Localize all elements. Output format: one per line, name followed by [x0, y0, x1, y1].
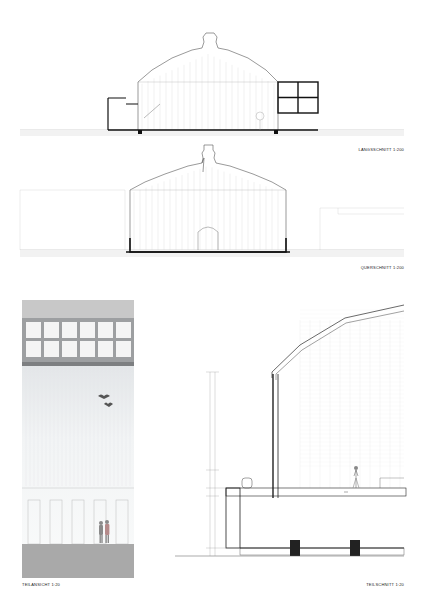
- section-title: LÄNGSSCHNITT 1:200: [358, 147, 404, 152]
- view-title: TEILANSICHT 1:20: [22, 582, 60, 587]
- cross-section: [20, 145, 404, 257]
- section-title: TEILSCHNITT 1:20: [366, 582, 404, 587]
- longitudinal-section: [20, 33, 404, 136]
- partial-section-detail: [175, 305, 406, 556]
- section-title: QUERSCHNITT 1:200: [361, 265, 404, 270]
- partial-elevation: [22, 300, 134, 578]
